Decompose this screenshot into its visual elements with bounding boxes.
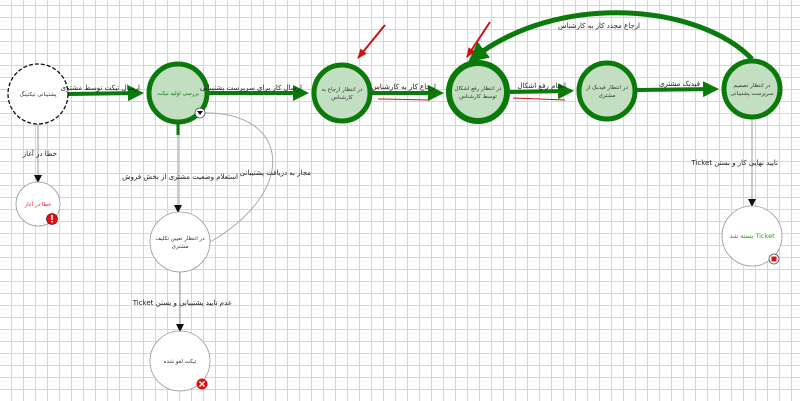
node-await-feedback-line2: مشتری xyxy=(599,93,616,99)
edge-label-fixed: انجام رفع اشکال xyxy=(517,82,566,90)
node-await-fix-line1: در انتظار رفع اشکال xyxy=(455,85,503,92)
edge-label-approve: تایید نهایی کار و بستن Ticket xyxy=(690,159,778,167)
red-arrow-2 xyxy=(466,21,491,58)
edge-label-assign: ارجاع کار به کارشناس xyxy=(371,83,436,91)
node-start-error-label: خطا در آغاز xyxy=(24,201,52,208)
node-review-label: بررسی اولیه تیکت xyxy=(157,90,199,97)
edges xyxy=(34,10,756,332)
edge-fixed[interactable] xyxy=(508,83,574,100)
edge-label-error: خطا در آغاز xyxy=(22,149,57,158)
red-underline-2 xyxy=(512,97,566,101)
node-await-customer-line2: مشتری xyxy=(172,244,189,250)
edge-allowed[interactable] xyxy=(199,112,274,243)
node-await-feedback[interactable]: در انتظار فیدبک از مشتری xyxy=(576,60,638,122)
edge-label-reject: عدم تایید پشتیبانی و بستن Ticket xyxy=(132,299,232,307)
edge-labels: ارسال تیکت توسط مشتری ارسال کار برای سرپ… xyxy=(22,22,778,307)
funnel-glyph xyxy=(197,111,203,115)
node-await-customer-line1: در انتظار تعیین تکلیف xyxy=(155,235,205,242)
edge-label-inquiry: استعلام وضعیت مشتری از بخش فروش xyxy=(122,173,238,181)
edge-feedback[interactable] xyxy=(636,81,719,98)
node-cancelled-label: تیکت لغو شده xyxy=(164,358,197,365)
node-await-decision[interactable]: در انتظار تصمیم سرپرست پشتیبانی xyxy=(721,58,783,120)
annotations xyxy=(357,21,566,101)
edge-reassign[interactable] xyxy=(468,10,754,63)
node-start-label: پشتیبانی تیکتینگ xyxy=(19,91,57,98)
edge-label-feedback: فیدبک مشتری xyxy=(659,80,700,88)
edge-label-reassign: ارجاع مجدد کار به کارشناس xyxy=(558,22,640,30)
node-await-fix-line2: توسط کارشناس xyxy=(459,93,497,100)
edge-submit[interactable] xyxy=(67,85,144,102)
node-start[interactable]: پشتیبانی تیکتینگ xyxy=(7,63,69,125)
edge-label-allowed: مجاز به دریافت پشتیبانی xyxy=(240,169,312,177)
red-underline-1 xyxy=(377,98,431,101)
node-await-assign-line1: در انتظار ارجاع به xyxy=(322,87,363,93)
node-review[interactable]: بررسی اولیه تیکت xyxy=(146,61,210,125)
node-await-decision-line1: در انتظار تصمیم xyxy=(734,83,772,89)
node-await-feedback-line1: در انتظار فیدبک از xyxy=(585,84,628,91)
node-start-error[interactable]: خطا در آغاز xyxy=(15,181,61,227)
red-arrow-1 xyxy=(357,24,386,59)
node-await-assign-line2: کارشناس xyxy=(331,94,353,101)
node-await-customer[interactable]: در انتظار تعیین تکلیف مشتری xyxy=(149,211,211,273)
node-cancelled[interactable]: تیکت لغو شده xyxy=(149,330,211,392)
node-await-decision-line2: سرپرست پشتیبانی xyxy=(730,91,774,97)
node-closed-label: Ticket بسته شد xyxy=(729,232,775,240)
node-await-fix[interactable]: در انتظار رفع اشکال توسط کارشناس xyxy=(446,60,510,124)
node-closed[interactable]: Ticket بسته شد xyxy=(721,205,783,267)
node-await-assign[interactable]: در انتظار ارجاع به کارشناس xyxy=(311,62,373,124)
edge-label-to-supervisor: ارسال کار برای سرپرست پشتیبانی xyxy=(200,84,302,92)
edge-label-submit: ارسال تیکت توسط مشتری xyxy=(61,84,140,92)
